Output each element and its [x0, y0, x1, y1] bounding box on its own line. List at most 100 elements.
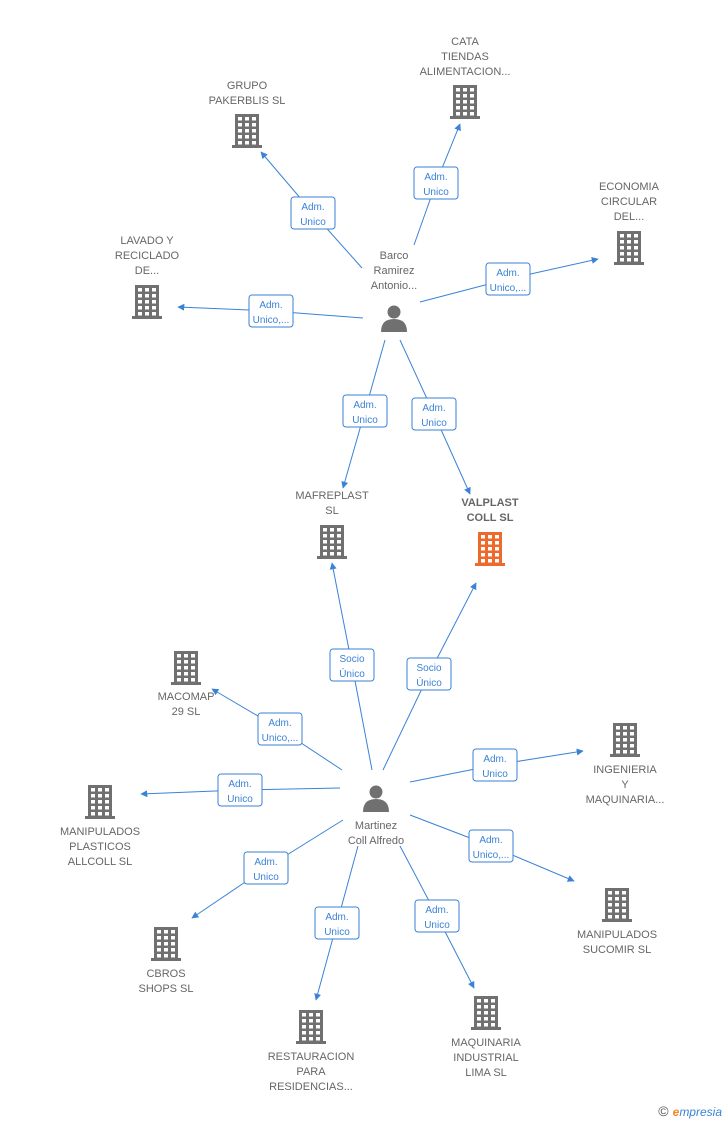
node-ingenieria[interactable]: INGENIERIA Y MAQUINARIA... — [586, 723, 665, 806]
edge-label-text: Adm. — [496, 268, 519, 279]
edge-barco-to-valplast[interactable]: Adm.Unico — [399, 339, 471, 495]
edge-label-box — [257, 712, 303, 746]
edge-barco-to-mafreplast[interactable]: Adm. Unico — [341, 339, 388, 489]
edge-label-box — [342, 394, 388, 428]
node-barco[interactable]: BarcoRamirezAntonio... — [371, 250, 417, 332]
edge-label-text: Unico,... — [253, 315, 290, 326]
edge-label-box — [472, 748, 518, 782]
edge-label-text: Unico — [352, 415, 378, 426]
building-icon — [296, 1010, 326, 1044]
edge-martinez-to-manip_sucomir[interactable]: Adm.Unico,... — [409, 814, 575, 882]
edge-label-text: Adm. — [422, 403, 445, 414]
node-label: DE... — [135, 265, 159, 277]
watermark-brand-rest: mpresia — [679, 1105, 722, 1119]
copyright-icon: © — [658, 1103, 669, 1119]
edge-label-text: Adm. — [424, 172, 447, 183]
edge-barco-to-cata[interactable]: Adm.Unico — [413, 123, 461, 246]
edge-barco-to-economia[interactable]: Adm. Unico,... — [419, 256, 599, 303]
edge-barco-to-pakerblis[interactable]: Adm.Unico — [260, 151, 363, 269]
node-label: Y — [621, 779, 629, 791]
edge-label-text: Adm. — [353, 400, 376, 411]
edge-label-box — [290, 196, 336, 230]
edge-label-text: Unico — [324, 927, 350, 938]
node-label: RECICLADO — [115, 250, 180, 262]
node-label: DEL... — [614, 211, 645, 223]
person-icon — [381, 305, 407, 332]
node-cata[interactable]: CATATIENDASALIMENTACION... — [420, 36, 511, 119]
node-label: LAVADO Y — [120, 235, 174, 247]
node-label: Antonio... — [371, 280, 417, 292]
edge-barco-to-lavado[interactable]: Adm.Unico,... — [177, 294, 364, 328]
node-label: 29 SL — [172, 706, 201, 718]
node-economia[interactable]: ECONOMIACIRCULARDEL... — [599, 181, 660, 265]
edge-label-text: Adm. — [425, 905, 448, 916]
building-icon — [85, 785, 115, 819]
edge-label-text: Adm. — [228, 779, 251, 790]
edge-label-text: Unico,... — [473, 850, 510, 861]
building-icon — [171, 651, 201, 685]
node-label: SUCOMIR SL — [583, 944, 651, 956]
node-label: ALLCOLL SL — [68, 856, 132, 868]
edge-label-text: Unico — [300, 217, 326, 228]
person-icon — [363, 785, 389, 812]
node-label: RESTAURACION — [268, 1051, 355, 1063]
edge-label-box — [248, 294, 294, 328]
edge-martinez-to-cbros[interactable]: Adm.Unico — [191, 819, 344, 919]
node-label: SL — [325, 505, 338, 517]
node-lavado[interactable]: LAVADO Y RECICLADO DE... — [115, 235, 180, 319]
edge-martinez-to-manip_allcoll[interactable]: Adm. Unico — [140, 773, 341, 807]
empresia-watermark[interactable]: ©empresia — [658, 1103, 722, 1119]
building-icon — [151, 927, 181, 961]
edge-label-text: Adm. — [268, 718, 291, 729]
node-label: Martinez — [355, 820, 397, 832]
edge-label-box — [485, 262, 531, 296]
node-label: MAQUINARIA... — [586, 794, 665, 806]
building-icon — [450, 85, 480, 119]
watermark-brand-first: e — [672, 1105, 680, 1119]
node-label: PLASTICOS — [69, 841, 131, 853]
edge-label-text: Unico — [227, 794, 253, 805]
building-icon — [475, 532, 505, 566]
node-label: Coll Alfredo — [348, 835, 404, 847]
node-label: VALPLAST — [461, 497, 519, 509]
edge-label-box — [243, 851, 289, 885]
node-manip_sucomir[interactable]: MANIPULADOS SUCOMIR SL — [577, 888, 657, 956]
node-label: SHOPS SL — [138, 983, 193, 995]
node-label: RESIDENCIAS... — [269, 1081, 353, 1093]
node-label: INGENIERIA — [593, 764, 657, 776]
node-restauracion[interactable]: RESTAURACIONPARARESIDENCIAS... — [268, 1010, 355, 1093]
building-icon — [610, 723, 640, 757]
edge-label-text: Adm. — [483, 754, 506, 765]
node-label: LIMA SL — [465, 1067, 507, 1079]
edge-label-box — [406, 657, 452, 691]
edge-label-text: Unico — [482, 769, 508, 780]
edge-label-box — [468, 829, 514, 863]
building-icon — [602, 888, 632, 922]
edge-label-text: Adm. — [325, 912, 348, 923]
edge-martinez-to-macomap[interactable]: Adm.Unico,... — [211, 688, 343, 771]
edge-label-text: Unico,... — [490, 283, 527, 294]
edge-martinez-to-ingenieria[interactable]: Adm. Unico — [409, 748, 584, 783]
node-label: ALIMENTACION... — [420, 66, 511, 78]
edge-label-text: Adm. — [254, 857, 277, 868]
edge-martinez-to-maquinaria_lima[interactable]: Adm.Unico — [399, 845, 475, 989]
node-label: Barco — [380, 250, 409, 262]
edge-martinez-to-restauracion[interactable]: Adm. Unico — [314, 845, 360, 1001]
building-icon — [317, 525, 347, 559]
node-label: CATA — [451, 36, 479, 48]
edge-label-box — [411, 397, 457, 431]
node-label: Ramirez — [374, 265, 415, 277]
node-label: MANIPULADOS — [577, 929, 657, 941]
node-label: CIRCULAR — [601, 196, 657, 208]
